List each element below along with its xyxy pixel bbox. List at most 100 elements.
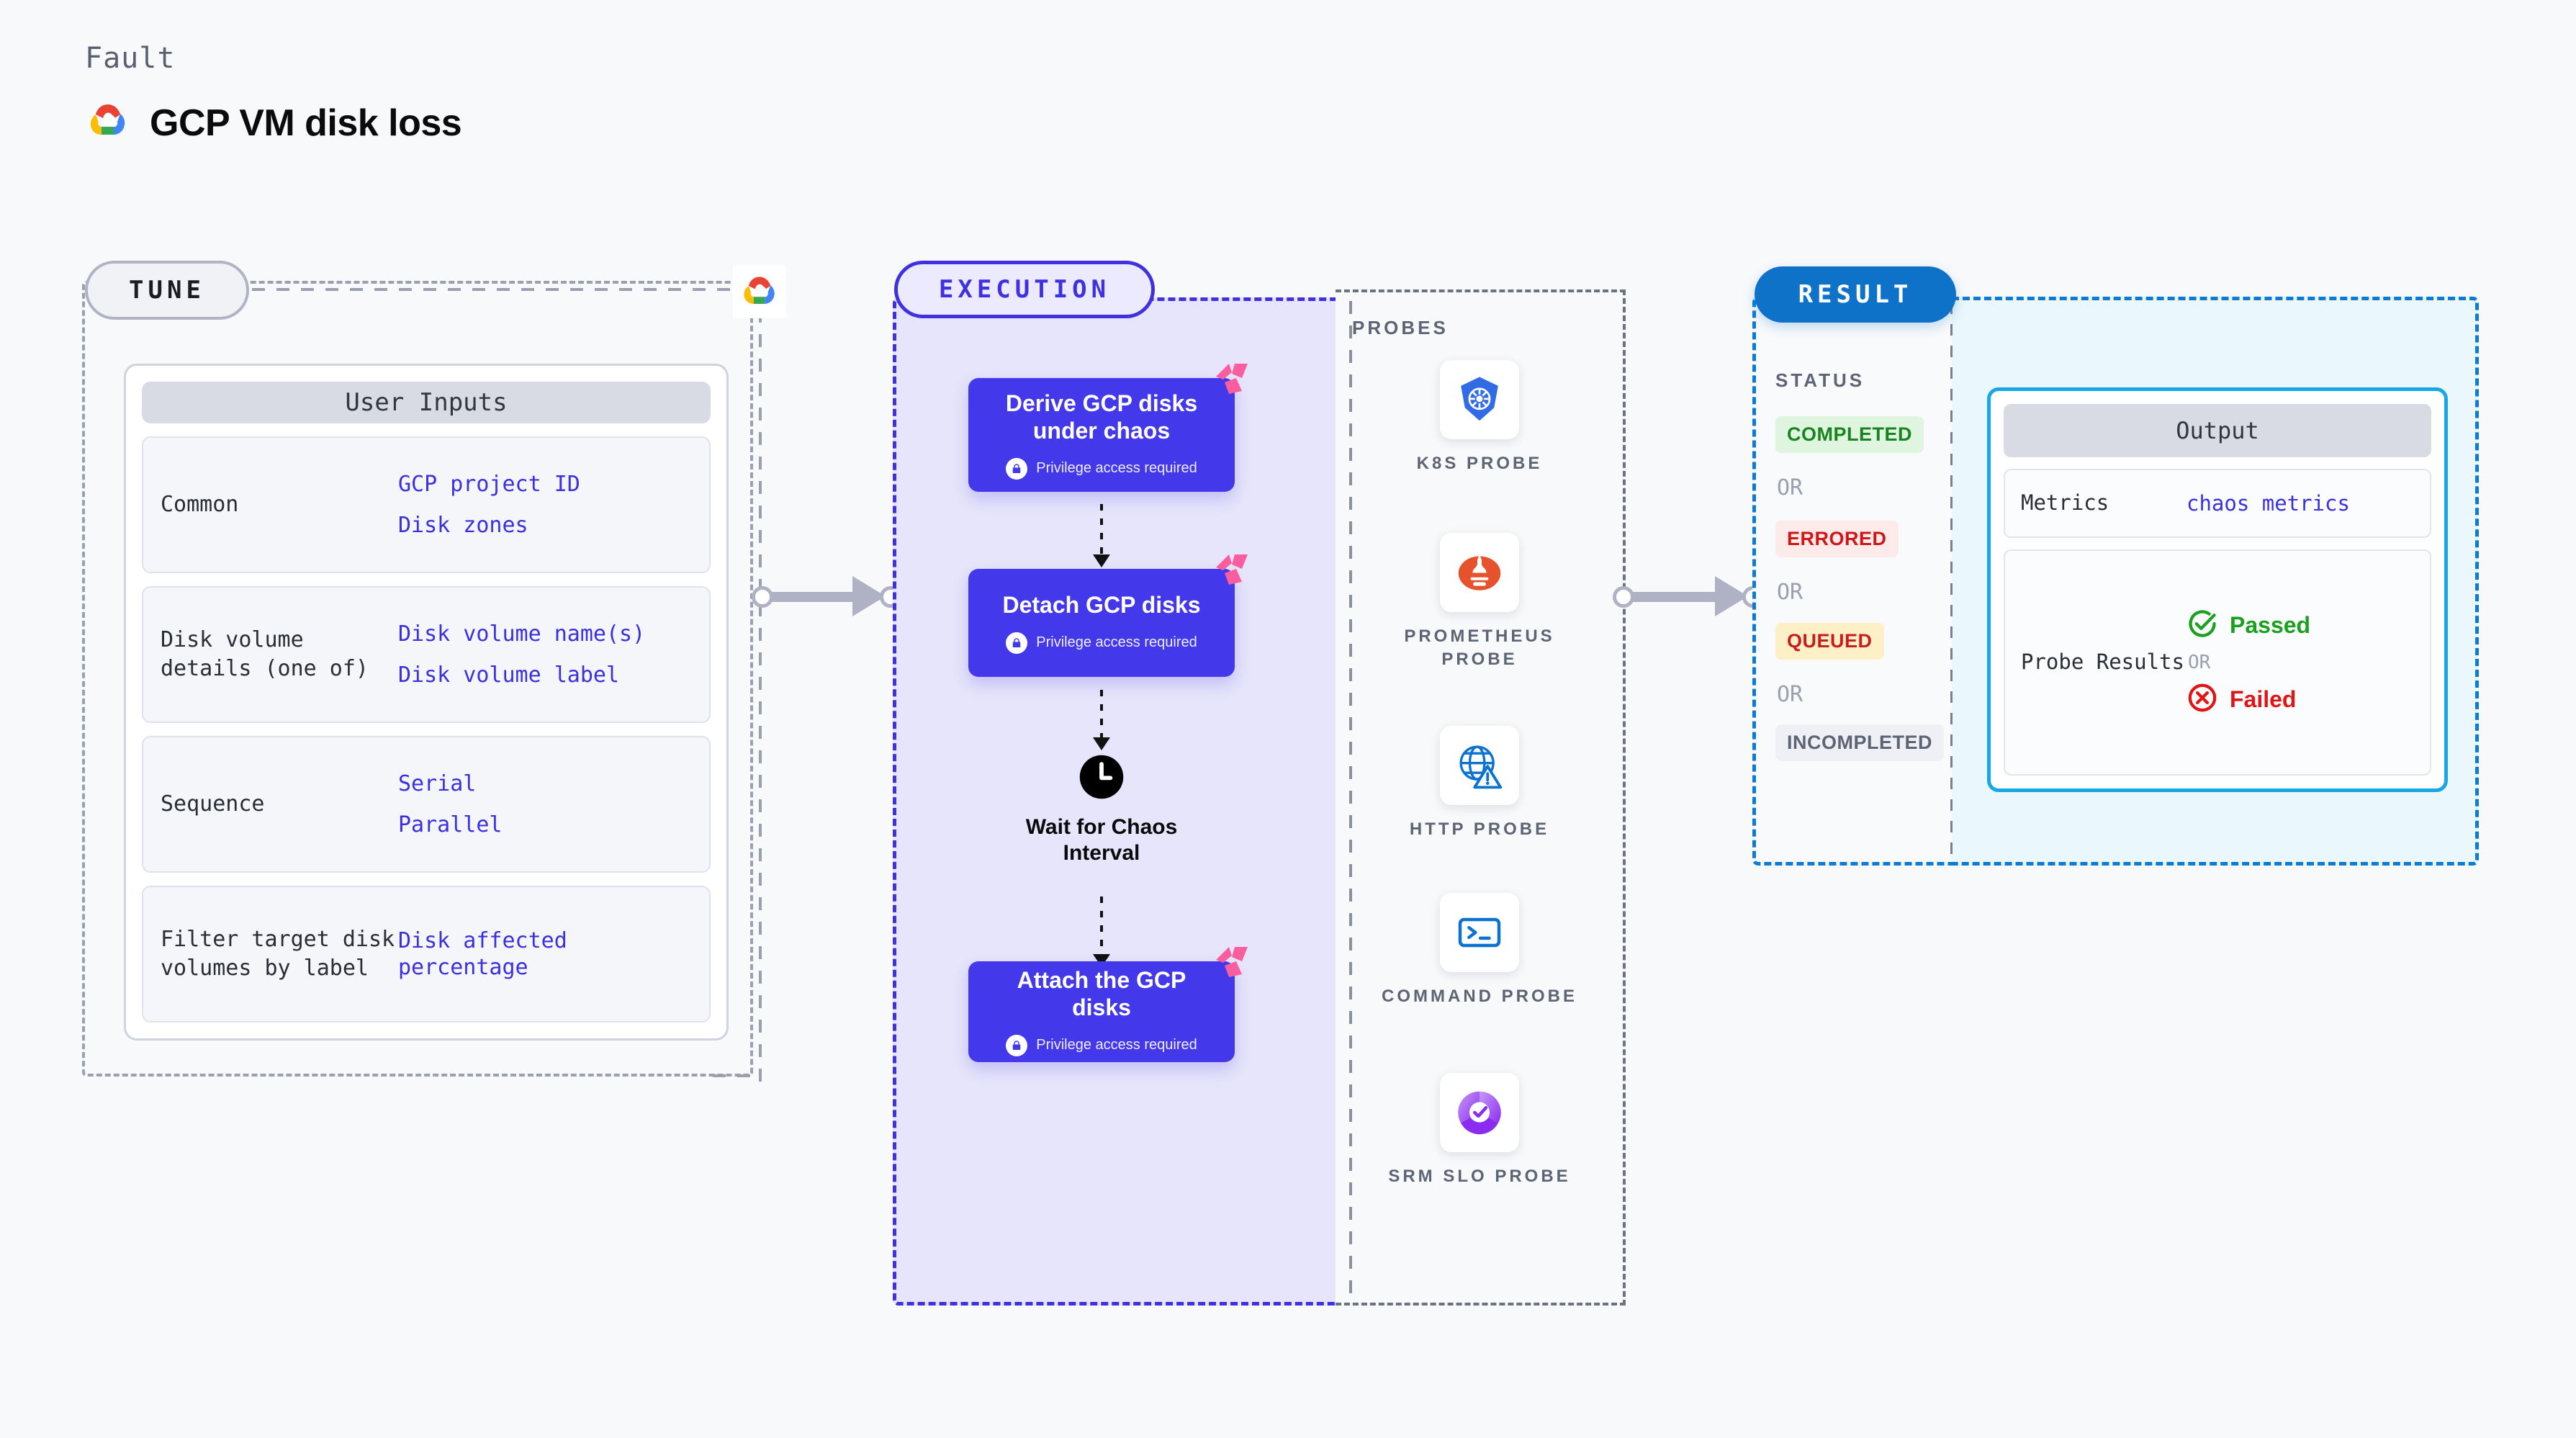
tune-row-disk-volume-details[interactable]: Disk volume details (one of) Disk volume… (142, 586, 711, 723)
probe-result-failed: Failed (2187, 682, 2310, 717)
tune-row-label: Filter target disk volumes by label (161, 927, 395, 981)
tune-value[interactable]: Serial (398, 770, 477, 796)
execution-flow-arrow-2 (1093, 690, 1110, 750)
tune-value[interactable]: Disk volume name(s) (398, 621, 646, 647)
output-probe-results-label: Probe Results (2021, 650, 2184, 675)
probe-result-or: OR (2188, 652, 2211, 673)
prometheus-icon (1440, 533, 1519, 612)
connector-arrow-tune-to-execution (752, 576, 903, 616)
status-or-2: OR (1777, 580, 1803, 605)
tune-row-common[interactable]: Common GCP project ID Disk zones (142, 436, 711, 573)
lock-icon (1006, 457, 1028, 480)
privilege-note-text: Privilege access required (1036, 1037, 1197, 1053)
tune-dashed-connector-vertical (759, 310, 762, 1091)
probe-item-k8s[interactable]: K8S PROBE (1372, 360, 1588, 475)
status-badge-completed: COMPLETED (1775, 416, 1924, 453)
lock-icon (1006, 632, 1028, 654)
execution-flow-arrow-3 (1093, 896, 1110, 967)
execution-badge[interactable]: EXECUTION (894, 261, 1155, 318)
tune-value[interactable]: Disk zones (398, 513, 528, 538)
tune-value[interactable]: Disk volume label (398, 662, 620, 688)
probe-result-values: Passed OR Failed (2187, 608, 2310, 717)
tune-row-values: Disk volume name(s) Disk volume label (398, 621, 645, 689)
user-inputs-card: User Inputs Common GCP project ID Disk z… (124, 364, 729, 1041)
probe-failed-label: Failed (2230, 686, 2297, 712)
status-or-1: OR (1777, 475, 1803, 500)
tune-dashed-connector-horizontal (252, 288, 742, 291)
harness-chaos-ribbon-icon (1213, 943, 1251, 984)
tune-row-label: Common (161, 492, 239, 518)
execution-step-title: Attach the GCP disks (1017, 967, 1186, 1020)
tune-row-label: Disk volume details (one of) (161, 627, 369, 681)
probe-item-prometheus[interactable]: PROMETHEUS PROBE (1372, 533, 1588, 672)
status-or-3: OR (1777, 682, 1803, 707)
tune-badge[interactable]: TUNE (85, 261, 249, 320)
execution-step-wait-for-chaos-interval[interactable]: Wait for Chaos Interval (1012, 753, 1192, 866)
x-circle-icon (2187, 682, 2218, 717)
status-badge-incompleted: INCOMPLETED (1775, 724, 1945, 761)
tune-row-sequence[interactable]: Sequence Serial Parallel (142, 736, 711, 873)
execution-step-title: Detach GCP disks (1002, 592, 1201, 619)
page-kicker: Fault (85, 42, 176, 75)
clock-icon (1078, 753, 1125, 804)
privilege-note: Privilege access required (1006, 632, 1197, 654)
output-card: Output Metrics chaos metrics Probe Resul… (1987, 387, 2448, 792)
probe-item-command[interactable]: COMMAND PROBE (1372, 893, 1588, 1008)
probe-label: SRM SLO PROBE (1388, 1167, 1571, 1186)
output-metrics-label: Metrics (2021, 490, 2109, 516)
arrow-start-node (1613, 586, 1634, 608)
wait-step-label: Wait for Chaos Interval (1025, 815, 1178, 865)
tune-value[interactable]: Parallel (398, 812, 503, 837)
probe-label: COMMAND PROBE (1382, 987, 1577, 1006)
status-badge-queued: QUEUED (1775, 623, 1884, 660)
privilege-note-text: Privilege access required (1036, 460, 1197, 477)
result-badge[interactable]: RESULT (1755, 266, 1956, 323)
arrow-start-node (752, 586, 773, 608)
kubernetes-icon (1440, 360, 1519, 439)
tune-value[interactable]: Disk affected percentage (398, 927, 567, 981)
page-title: GCP VM disk loss (150, 102, 462, 144)
result-divider (1950, 302, 1953, 860)
user-inputs-title: User Inputs (142, 382, 711, 423)
page-title-row: GCP VM disk loss (85, 101, 462, 145)
probe-passed-label: Passed (2230, 612, 2311, 638)
tune-panel (82, 281, 753, 1077)
tune-dashed-connector-bottom (713, 1074, 762, 1077)
probe-item-srm-slo[interactable]: SRM SLO PROBE (1372, 1073, 1588, 1188)
probe-item-http[interactable]: HTTP PROBE (1372, 726, 1588, 841)
terminal-icon (1440, 893, 1519, 972)
output-row-probe-results[interactable]: Probe Results Passed OR (2004, 549, 2431, 776)
status-badge-errored: ERRORED (1775, 521, 1899, 557)
arrow-line (763, 592, 871, 602)
execution-flow-arrow-1 (1093, 504, 1110, 567)
harness-chaos-ribbon-icon (1213, 550, 1251, 591)
tune-row-filter-label[interactable]: Filter target disk volumes by label Disk… (142, 886, 711, 1023)
probe-label: PROMETHEUS PROBE (1404, 626, 1555, 670)
tune-row-label: Sequence (161, 791, 265, 817)
tune-row-values: Serial Parallel (398, 770, 503, 839)
execution-step-title: Derive GCP disks under chaos (1005, 390, 1198, 444)
connector-arrow-execution-to-result (1613, 576, 1767, 616)
lock-icon (1006, 1034, 1028, 1056)
probe-label: HTTP PROBE (1409, 819, 1550, 839)
execution-step-derive-gcp-disks[interactable]: Derive GCP disks under chaos Privilege a… (968, 364, 1248, 492)
tune-gcp-logo-icon (733, 265, 786, 318)
execution-step-attach-gcp-disks[interactable]: Attach the GCP disks Privilege access re… (968, 947, 1248, 1062)
status-title: STATUS (1775, 369, 1865, 391)
probes-divider (1349, 301, 1352, 1295)
execution-step-detach-gcp-disks[interactable]: Detach GCP disks Privilege access requir… (968, 554, 1248, 677)
output-metrics-value[interactable]: chaos metrics (2187, 491, 2350, 516)
output-title: Output (2004, 404, 2431, 457)
probe-result-passed: Passed (2187, 608, 2310, 643)
arrow-line (1624, 592, 1734, 602)
http-globe-warning-icon (1440, 726, 1519, 805)
tune-value[interactable]: GCP project ID (398, 471, 580, 497)
probe-label: K8S PROBE (1416, 454, 1543, 473)
privilege-note: Privilege access required (1006, 457, 1197, 480)
output-row-metrics[interactable]: Metrics chaos metrics (2004, 469, 2431, 538)
check-circle-icon (2187, 608, 2218, 643)
tune-row-values: Disk affected percentage (398, 927, 692, 981)
privilege-note: Privilege access required (1006, 1034, 1197, 1056)
probes-title: PROBES (1352, 317, 1449, 338)
gcp-logo-icon (85, 101, 131, 145)
